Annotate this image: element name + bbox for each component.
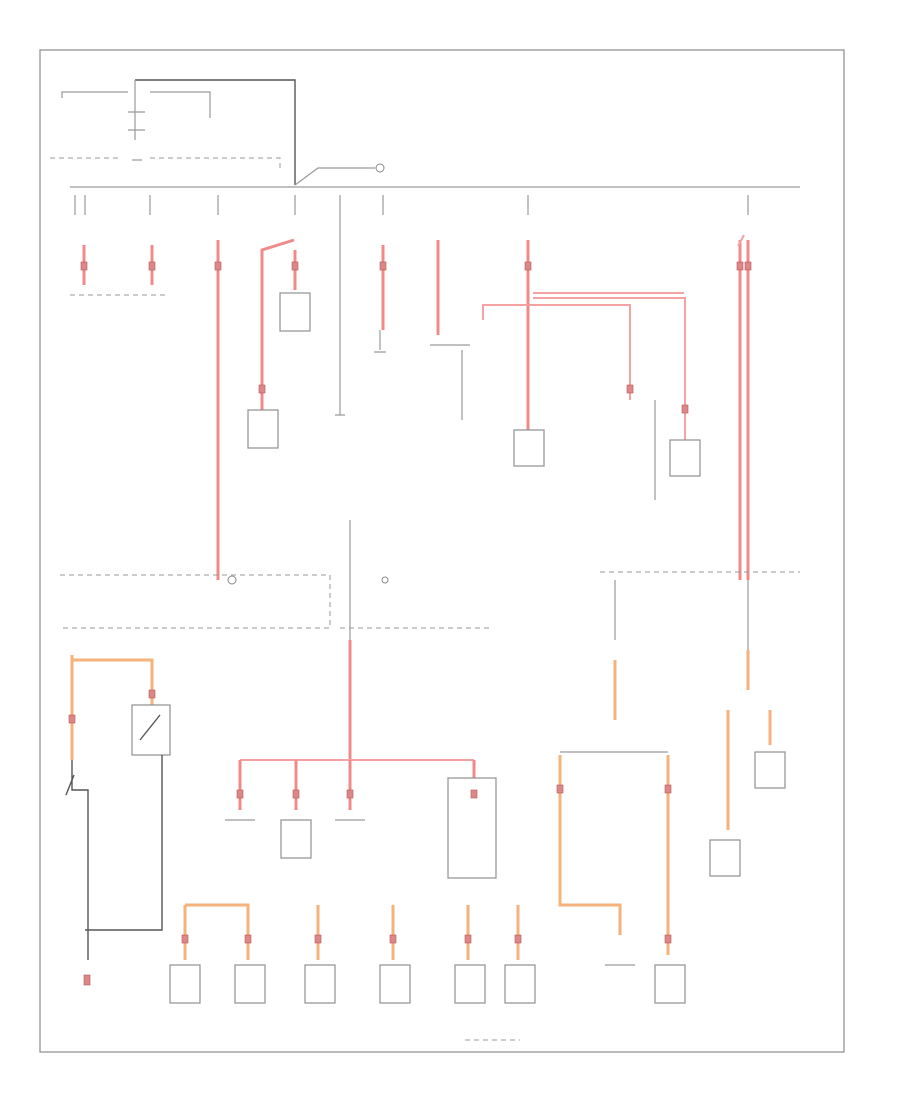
middle-fuse-block	[60, 520, 800, 650]
connector-marks	[80, 261, 752, 414]
main-bus	[70, 163, 800, 188]
upper-components	[70, 215, 701, 500]
fuse-drops	[74, 195, 749, 215]
battery-group	[50, 79, 296, 185]
lower-components	[169, 751, 786, 1004]
diagram-border	[39, 49, 845, 1053]
lower-wires	[70, 640, 772, 960]
lower-connector-marks	[68, 689, 672, 944]
upper-hot-wires	[82, 234, 750, 580]
relay-and-ground	[65, 704, 171, 986]
